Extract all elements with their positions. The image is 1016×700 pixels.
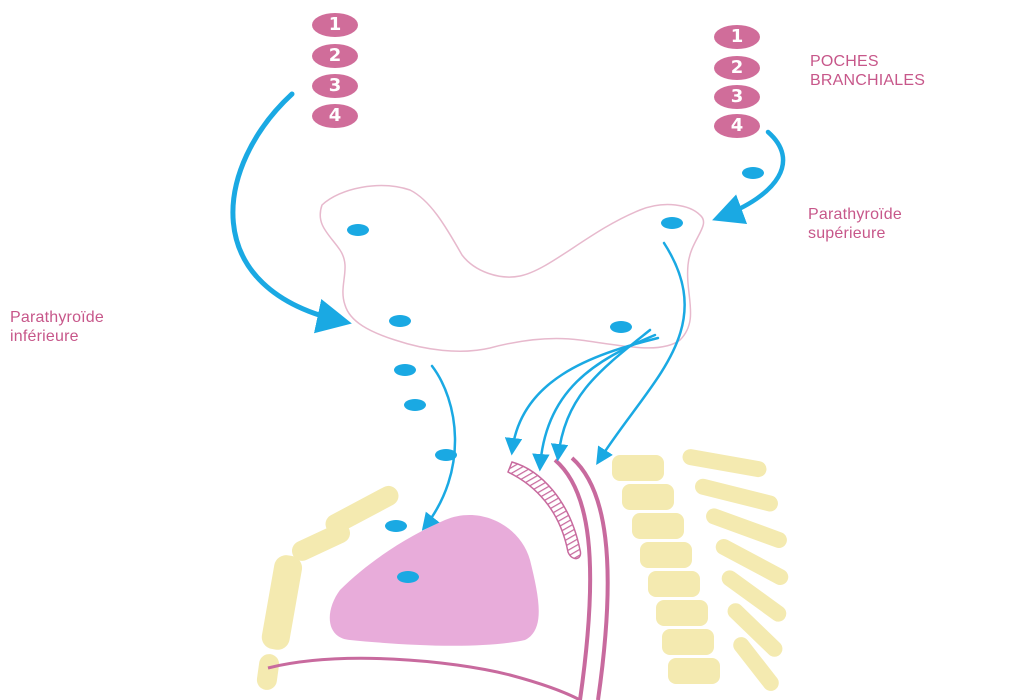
dot xyxy=(435,449,457,461)
spinous-process xyxy=(681,448,767,479)
arrow-right-3 xyxy=(540,335,655,468)
superior-parathyroid-line1: Parathyroïde xyxy=(808,205,902,224)
pouch-badge-right-3: 3 xyxy=(714,85,760,109)
pouch-badge-left-2: 2 xyxy=(312,44,358,68)
superior-parathyroid-label: Parathyroïde supérieure xyxy=(808,205,902,243)
dot xyxy=(394,364,416,376)
sternum-segment xyxy=(289,520,354,564)
vertebra xyxy=(662,629,714,655)
esophagus xyxy=(555,458,608,700)
arrow-right-2 xyxy=(558,330,650,458)
dot xyxy=(397,571,419,583)
dot xyxy=(385,520,407,532)
vertebra xyxy=(612,455,664,481)
superior-parathyroid-line2: supérieure xyxy=(808,224,902,243)
pouch-badge-left-4: 4 xyxy=(312,104,358,128)
pouch-badge-right-2: 2 xyxy=(714,56,760,80)
vertebra xyxy=(622,484,674,510)
arrow-inferior-parathyroid xyxy=(233,94,345,322)
arrow-thymus-descent xyxy=(424,366,455,528)
sternum-segment xyxy=(256,653,281,691)
dot xyxy=(404,399,426,411)
inferior-parathyroid-label: Parathyroïde inférieure xyxy=(10,308,104,346)
inferior-parathyroid-line1: Parathyroïde xyxy=(10,308,104,327)
vertebra xyxy=(632,513,684,539)
branchial-pouches-line1: POCHES xyxy=(810,52,925,71)
dot xyxy=(610,321,632,333)
vertebra xyxy=(648,571,700,597)
dot xyxy=(661,217,683,229)
branchial-pouches-line2: BRANCHIALES xyxy=(810,71,925,90)
inferior-parathyroid-line2: inférieure xyxy=(10,327,104,346)
spinous-process xyxy=(693,477,779,513)
pouch-badge-right-4: 4 xyxy=(714,114,760,138)
vertebra xyxy=(668,658,720,684)
arrow-right-4 xyxy=(512,338,658,452)
dot xyxy=(389,315,411,327)
vertebra xyxy=(640,542,692,568)
dot xyxy=(347,224,369,236)
dot xyxy=(742,167,764,179)
diaphragm-line xyxy=(268,658,580,700)
vertebra xyxy=(656,600,708,626)
pouch-badge-left-1: 1 xyxy=(312,13,358,37)
thymus xyxy=(330,515,539,646)
thyroid-outline xyxy=(320,186,703,352)
branchial-pouches-label: POCHES BRANCHIALES xyxy=(810,52,925,90)
vertebral-column xyxy=(612,448,791,694)
pouch-badge-right-1: 1 xyxy=(714,25,760,49)
sternum-segment xyxy=(260,553,304,651)
pouch-badge-left-3: 3 xyxy=(312,74,358,98)
